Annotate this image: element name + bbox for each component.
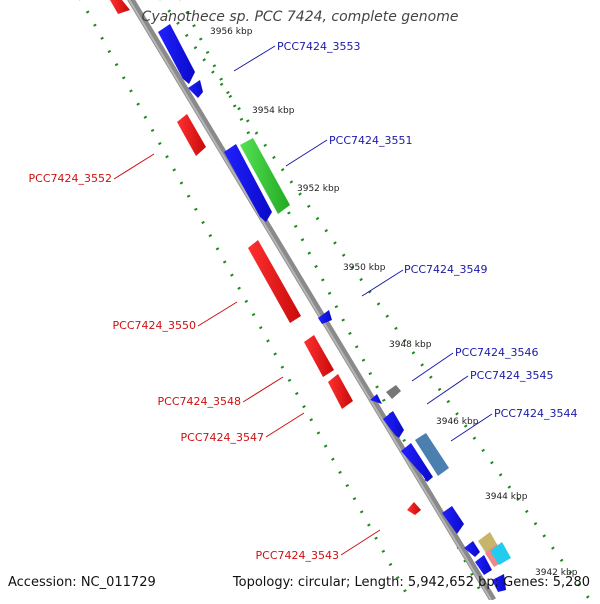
label-leader	[233, 45, 276, 72]
tick-track-right	[159, 0, 592, 601]
label-leader	[411, 352, 454, 382]
gene-forward-mid[interactable]	[224, 144, 272, 222]
gene-pcc7424-3552[interactable]	[177, 114, 206, 156]
gene-pcc7424-3553[interactable]	[158, 24, 195, 84]
label-leader	[113, 153, 155, 180]
label-leader	[285, 139, 328, 167]
gene-forward-6[interactable]	[464, 541, 480, 557]
label-leader	[242, 376, 284, 403]
gene-pcc7424-3548[interactable]	[304, 335, 334, 377]
genome-backbone-highlight	[128, 0, 492, 601]
genome-stats-label: Topology: circular; Length: 5,942,652 bp…	[232, 575, 590, 590]
scale-label: 3950 kbp	[343, 263, 386, 273]
gene-label-pcc7424-3544[interactable]: PCC7424_3544	[494, 407, 577, 420]
gene-label-pcc7424-3547[interactable]: PCC7424_3547	[181, 431, 264, 444]
accession-label: Accession: NC_011729	[8, 575, 156, 590]
scale-label: 3952 kbp	[297, 184, 340, 194]
gene-label-pcc7424-3551[interactable]: PCC7424_3551	[329, 134, 412, 147]
gene-forward-5[interactable]	[442, 506, 464, 534]
label-leader	[340, 529, 381, 556]
gene-label-pcc7424-3552[interactable]: PCC7424_3552	[29, 172, 112, 185]
gene-label-pcc7424-3550[interactable]: PCC7424_3550	[113, 319, 196, 332]
label-leader	[197, 301, 238, 327]
gene-forward-7[interactable]	[475, 555, 492, 575]
gene-pcc7424-3549[interactable]	[318, 310, 332, 324]
gene-pcc7424-3543[interactable]	[407, 502, 421, 515]
gene-forward-4[interactable]	[401, 443, 433, 482]
gene-forward-3[interactable]	[383, 411, 404, 438]
gene-cyan[interactable]	[490, 542, 511, 565]
gene-label-pcc7424-3546[interactable]: PCC7424_3546	[455, 346, 538, 359]
gene-forward-small-2[interactable]	[370, 394, 382, 404]
scale-label: 3954 kbp	[252, 106, 295, 116]
gene-pcc7424-3550[interactable]	[248, 240, 301, 323]
gene-label-pcc7424-3545[interactable]: PCC7424_3545	[470, 369, 553, 382]
label-leader	[265, 412, 305, 438]
gene-pcc7424-3551[interactable]	[240, 138, 290, 214]
scale-label: 3942 kbp	[535, 568, 578, 578]
gene-reverse-top[interactable]	[110, 0, 130, 14]
label-leader	[450, 413, 493, 442]
gene-label-pcc7424-3543[interactable]: PCC7424_3543	[256, 549, 339, 562]
gene-forward-small-1[interactable]	[188, 80, 203, 98]
genome-title: Cyanothece sp. PCC 7424, complete genome	[141, 9, 459, 25]
scale-label: 3944 kbp	[485, 492, 528, 502]
gene-pcc7424-3547[interactable]	[328, 374, 353, 409]
scale-label: 3946 kbp	[436, 417, 479, 427]
scale-label: 3948 kbp	[389, 340, 432, 350]
gene-label-pcc7424-3553[interactable]: PCC7424_3553	[277, 40, 360, 53]
tick-track-outer-left	[79, 0, 412, 601]
genome-backbone	[127, 0, 496, 602]
gene-forward-8[interactable]	[492, 574, 506, 592]
scale-label: 3956 kbp	[210, 27, 253, 37]
gene-pcc7424-3546[interactable]	[386, 385, 401, 399]
gene-pcc7424-3544[interactable]	[415, 433, 449, 476]
label-leader	[426, 375, 469, 405]
gene-label-pcc7424-3548[interactable]: PCC7424_3548	[158, 395, 241, 408]
label-leader	[361, 269, 404, 297]
gene-label-pcc7424-3549[interactable]: PCC7424_3549	[404, 263, 487, 276]
